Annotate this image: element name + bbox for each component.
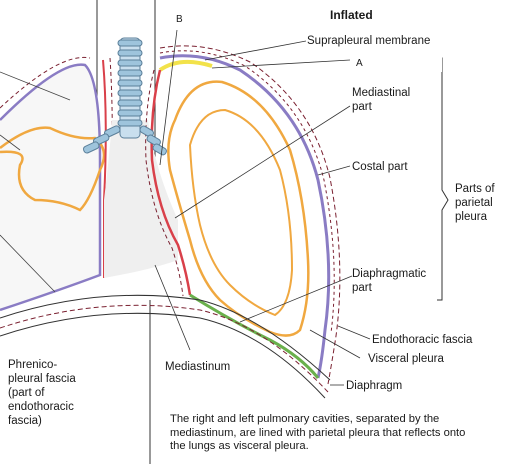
marker-a: A (356, 58, 363, 69)
left-pointer-3 (0, 234, 56, 293)
figure-caption: The right and left pulmonary cavities, s… (170, 413, 466, 452)
right-mediastinal-fascia (145, 69, 184, 297)
right-lung-visceral (167, 80, 310, 337)
label-parts-3: pleura (455, 211, 488, 223)
left-pointer-2 (0, 134, 21, 151)
leader-visceral (309, 329, 361, 359)
label-parts-2: parietal (455, 197, 493, 209)
suprapleural-dome (158, 59, 213, 72)
label-phrenico-2: pleural fascia (8, 373, 76, 385)
trachea (117, 37, 143, 139)
leader-diaphragmatic (239, 275, 353, 323)
label-phrenico-4: endothoracic (8, 401, 74, 413)
label-diaphragmatic-2: part (352, 282, 373, 294)
leader-mediastinum (154, 264, 191, 351)
label-visceral-pleura: Visceral pleura (368, 353, 444, 365)
left-parietal-pleura (0, 63, 102, 312)
marker-b-box (170, 6, 290, 30)
label-diaphragmatic-1: Diaphragmatic (352, 268, 426, 280)
label-mediastinal-1: Mediastinal (352, 87, 410, 99)
diaphragmatic-pleura (189, 293, 320, 379)
marker-b: B (176, 14, 183, 25)
right-mediastinal-pleura (150, 69, 192, 296)
left-fascia-outer (0, 56, 91, 109)
marker-a-box (350, 52, 442, 72)
right-fascia-mid (159, 50, 335, 334)
right-fascia-outer (159, 45, 341, 385)
leader-suprapleural (204, 40, 307, 61)
parts-bracket (437, 57, 449, 301)
right-parietal-costal (159, 54, 331, 379)
leader-mediastinal (174, 105, 351, 219)
left-bronchus (82, 125, 121, 154)
label-phrenico-1: Phrenico- (8, 359, 57, 371)
mediastinum-region (104, 120, 178, 278)
leader-endothoracic (337, 325, 371, 340)
label-suprapleural-membrane: Suprapleural membrane (307, 35, 430, 47)
label-endothoracic-fascia: Endothoracic fascia (372, 334, 473, 346)
label-diaphragm: Diaphragm (346, 380, 402, 392)
leader-a (211, 59, 351, 69)
label-phrenico-5: fascia) (8, 415, 42, 427)
diaphragm-line-1 (0, 294, 331, 381)
label-phrenico-3: (part of (8, 387, 45, 399)
label-mediastinal-2: part (352, 101, 373, 113)
diaphragm-line-3 (0, 312, 326, 399)
label-mediastinum: Mediastinum (165, 361, 230, 373)
diaphragm-line-2 (0, 304, 329, 393)
left-pointer-1 (0, 71, 71, 101)
leader-b (159, 21, 179, 166)
right-lung-inner (188, 108, 294, 317)
left-lung-visceral (0, 126, 106, 212)
right-bronchus (139, 125, 167, 156)
label-costal-part: Costal part (352, 161, 408, 173)
diagram-title: Inflated (330, 8, 373, 22)
leader-costal (317, 165, 351, 176)
label-parts-1: Parts of (455, 183, 495, 195)
